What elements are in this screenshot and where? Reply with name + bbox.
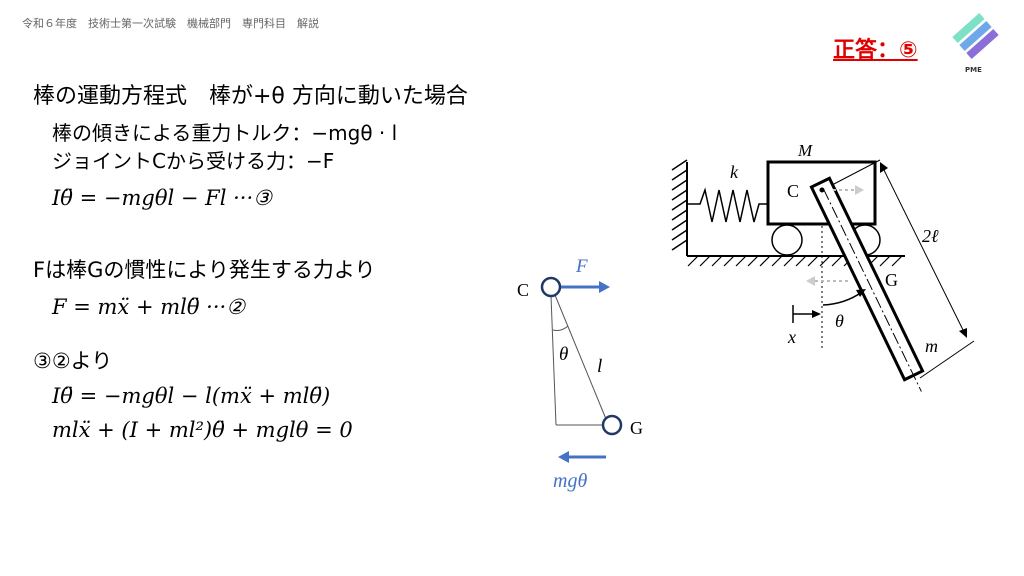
equation-3: Iθ̈ = −mgθl − Fl ···③	[52, 186, 272, 210]
header-title: 令和６年度 技術士第一次試験 機械部門 専門科目 解説	[22, 17, 319, 30]
fb-f-label: F	[575, 256, 588, 277]
fb-theta-label: θ	[559, 344, 568, 365]
fb-g-label: G	[630, 418, 643, 438]
gravity-torque-line: 棒の傾きによる重力トルク：−mgθ · l	[52, 121, 398, 145]
logo-text: PME	[965, 66, 982, 74]
fb-c-label: C	[517, 280, 529, 300]
fb-mg-label: mgθ	[553, 470, 587, 492]
x-label: x	[787, 327, 796, 347]
spring	[687, 187, 768, 223]
mech-theta-label: θ	[835, 311, 844, 331]
equation-final: mlẍ + (I + ml²)θ̈ + mglθ = 0	[52, 418, 353, 442]
length-label: 2ℓ	[922, 226, 939, 246]
mass-block	[766, 160, 877, 226]
fb-l-label: l	[597, 356, 602, 377]
from-3-2-line: ③②より	[33, 349, 113, 373]
section-title: 棒の運動方程式 棒が+θ 方向に動いた場合	[33, 84, 468, 109]
center-g-circle	[601, 414, 623, 436]
joint-c-circle	[540, 276, 562, 298]
equation-combined: Iθ̈ = −mgθl − l(mẍ + mlθ̈)	[52, 384, 331, 408]
rod-mass-label: m	[925, 336, 938, 356]
free-body-diagram	[540, 276, 623, 463]
joint-c-label: C	[787, 181, 799, 201]
equation-2: F = mẍ + mlθ̈ ···②	[52, 295, 246, 319]
joint-force-line: ジョイントCから受ける力：−F	[52, 149, 335, 173]
mass-m-label: M	[797, 141, 813, 160]
answer-label: 正答：⑤	[833, 38, 918, 63]
spring-k-label: k	[730, 162, 739, 182]
mechanism-diagram	[671, 159, 975, 392]
center-g-label: G	[885, 270, 898, 290]
inertia-force-line: Fは棒Gの慣性により発生する力より	[33, 258, 376, 282]
rod	[809, 176, 925, 392]
pme-logo	[952, 13, 999, 59]
